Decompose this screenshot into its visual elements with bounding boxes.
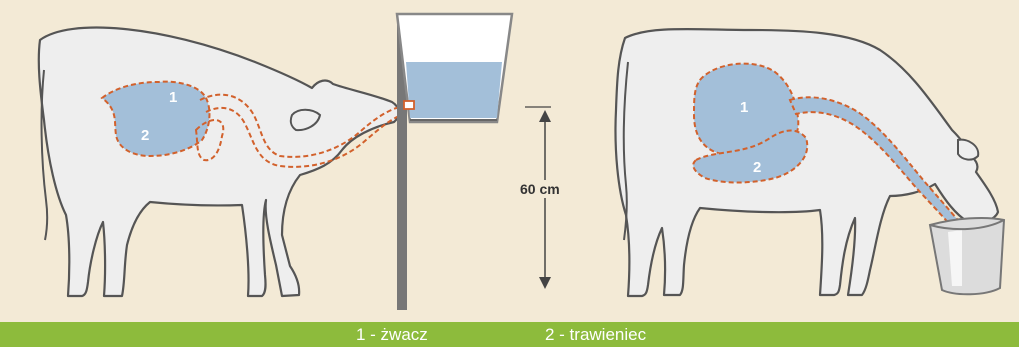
height-marker-arrow-down [539,277,551,289]
left-calf-abomasum-number: 2 [141,127,149,144]
right-calf-abomasum-number: 2 [753,159,761,176]
left-calf-body [39,28,399,296]
left-calf: 1 2 [39,28,404,296]
bucket-milk [406,62,502,118]
right-calf-rumen-number: 1 [740,99,748,116]
feeding-post [397,14,512,310]
height-marker-label: 60 cm [520,181,560,197]
height-marker-arrow-up [539,110,551,122]
feeding-height-diagram: 1 2 60 cm 1 2 [0,0,1019,322]
legend-item-rumen: 1 - żwacz [356,322,428,347]
height-marker: 60 cm [518,107,564,289]
legend-bar: 1 - żwacz 2 - trawieniec [0,322,1019,347]
legend-item-abomasum: 2 - trawieniec [545,322,646,347]
left-calf-rumen-number: 1 [169,89,177,106]
teat-valve [404,101,414,109]
right-calf-ear [958,140,978,160]
floor-bucket [930,218,1004,294]
